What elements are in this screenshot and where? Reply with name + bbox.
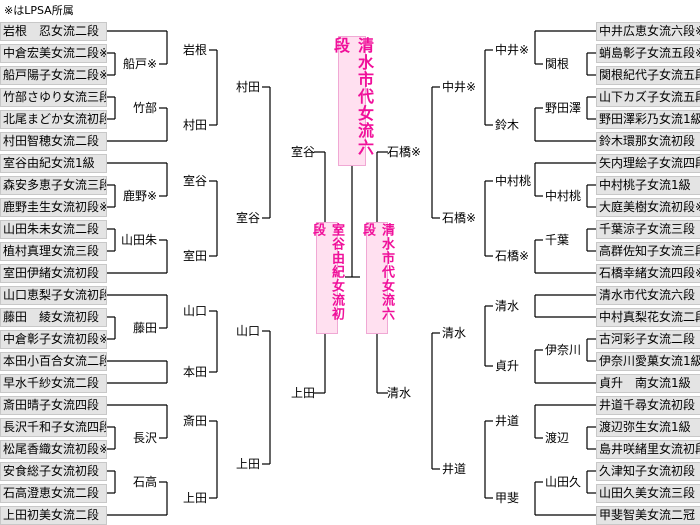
right-round2-winner: 貞升 — [495, 359, 520, 373]
lpsa-note: ※はLPSA所属 — [4, 4, 74, 17]
right-round3-winner: 清水 — [442, 326, 467, 340]
right-round2-winner: 石橋※ — [495, 249, 530, 263]
left-round1-winner: 石高 — [132, 475, 157, 489]
right-player-box: 伊奈川愛菓女流1級 — [596, 352, 700, 371]
champion-box: 清水市代女流六段 — [331, 36, 374, 166]
right-round1-winner: 千葉 — [545, 233, 570, 247]
right-round1-winner: 関根 — [545, 57, 570, 71]
left-round1-winner: 船戸※ — [122, 57, 157, 71]
finalist-left-box: 室谷由紀女流初段 — [310, 222, 344, 334]
left-player-box: 本田小百合女流二段 — [0, 352, 107, 371]
right-player-box: 関根紀代子女流五段 — [596, 66, 700, 85]
right-round4-winner: 石橋※ — [387, 145, 422, 159]
left-player-box: 斎田晴子女流四段 — [0, 396, 107, 415]
left-round4-winner: 室谷 — [290, 145, 315, 159]
left-round2-winner: 村田 — [182, 118, 207, 132]
left-player-box: 上田初美女流二段 — [0, 506, 107, 525]
left-player-box: 北尾まどか女流初段 — [0, 110, 107, 129]
left-round2-winner: 室谷 — [182, 174, 207, 188]
right-round2-winner: 清水 — [495, 299, 520, 313]
left-player-box: 中倉宏美女流二段※ — [0, 44, 107, 63]
right-player-box: 渡辺弥生女流1級 — [596, 418, 700, 437]
left-player-box: 中倉彰子女流初段※ — [0, 330, 107, 349]
left-round2-winner: 上田 — [182, 491, 207, 505]
left-player-box: 山田朱未女流二段 — [0, 220, 107, 239]
left-round3-winner: 室谷 — [235, 211, 260, 225]
right-round2-winner: 中井※ — [495, 43, 530, 57]
left-round3-winner: 村田 — [235, 80, 260, 94]
left-round2-winner: 斎田 — [182, 414, 207, 428]
right-round2-winner: 甲斐 — [495, 491, 520, 505]
left-player-box: 室田伊緒女流初段 — [0, 264, 107, 283]
left-player-box: 石高澄恵女流二段 — [0, 484, 107, 503]
left-player-box: 竹部さゆり女流三段 — [0, 88, 107, 107]
right-player-box: 山下カズ子女流五段※ — [596, 88, 700, 107]
left-round2-winner: 岩根 — [182, 43, 207, 57]
left-player-box: 安食総子女流初段 — [0, 462, 107, 481]
left-round2-winner: 山口 — [182, 304, 207, 318]
left-round1-winner: 竹部 — [132, 101, 157, 115]
left-player-box: 室谷由紀女流1級 — [0, 154, 107, 173]
right-player-box: 高群佐知子女流三段 — [596, 242, 700, 261]
right-round1-winner: 中村桃 — [545, 189, 582, 203]
right-round3-winner: 中井※ — [442, 80, 477, 94]
left-round1-winner: 鹿野※ — [122, 189, 157, 203]
right-player-box: 大庭美樹女流初段※ — [596, 198, 700, 217]
left-player-box: 藤田 綾女流初段 — [0, 308, 107, 327]
finalist-right-box: 清水市代女流六段 — [360, 222, 394, 334]
right-player-box: 石橋幸緒女流四段※ — [596, 264, 700, 283]
right-round1-winner: 渡辺 — [545, 431, 570, 445]
right-round4-winner: 清水 — [387, 386, 412, 400]
right-round3-winner: 井道 — [442, 462, 467, 476]
right-player-box: 井道千尋女流初段 — [596, 396, 700, 415]
left-player-box: 早水千紗女流二段 — [0, 374, 107, 393]
right-player-box: 千葉涼子女流三段 — [596, 220, 700, 239]
right-player-box: 蛸島彰子女流五段※ — [596, 44, 700, 63]
left-round2-winner: 室田 — [182, 249, 207, 263]
right-player-box: 中井広恵女流六段※ — [596, 22, 700, 41]
left-round4-winner: 上田 — [290, 386, 315, 400]
right-round1-winner: 野田澤 — [545, 101, 582, 115]
left-player-box: 松尾香織女流初段※ — [0, 440, 107, 459]
right-player-box: 矢内理絵子女流四段 — [596, 154, 700, 173]
right-player-box: 鈴木環那女流初段 — [596, 132, 700, 151]
right-player-box: 古河彩子女流二段 — [596, 330, 700, 349]
left-player-box: 山口恵梨子女流初段 — [0, 286, 107, 305]
left-player-box: 森安多恵子女流三段 — [0, 176, 107, 195]
left-round3-winner: 山口 — [235, 324, 260, 338]
left-player-box: 村田智穂女流二段 — [0, 132, 107, 151]
right-round2-winner: 中村桃 — [495, 174, 532, 188]
left-round1-winner: 藤田 — [132, 321, 157, 335]
right-player-box: 貞升 南女流1級 — [596, 374, 700, 393]
right-player-box: 山田久美女流三段 — [596, 484, 700, 503]
right-player-box: 島井咲緒里女流初段※ — [596, 440, 700, 459]
right-round3-winner: 石橋※ — [442, 211, 477, 225]
left-round2-winner: 本田 — [182, 365, 207, 379]
right-player-box: 中村真梨花女流二段 — [596, 308, 700, 327]
left-player-box: 長沢千和子女流四段 — [0, 418, 107, 437]
right-player-box: 清水市代女流六段 — [596, 286, 700, 305]
right-round2-winner: 鈴木 — [495, 118, 520, 132]
right-player-box: 中村桃子女流1級 — [596, 176, 700, 195]
right-round1-winner: 伊奈川 — [545, 343, 582, 357]
right-round2-winner: 井道 — [495, 414, 520, 428]
left-round3-winner: 上田 — [235, 457, 260, 471]
left-round1-winner: 山田朱 — [120, 233, 157, 247]
right-player-box: 久津知子女流初段 — [596, 462, 700, 481]
left-player-box: 岩根 忍女流二段 — [0, 22, 107, 41]
right-round1-winner: 山田久 — [545, 475, 582, 489]
right-player-box: 野田澤彩乃女流1級 — [596, 110, 700, 129]
left-player-box: 船戸陽子女流二段※ — [0, 66, 107, 85]
left-player-box: 鹿野圭生女流初段※ — [0, 198, 107, 217]
left-round1-winner: 長沢 — [132, 431, 157, 445]
right-player-box: 甲斐智美女流二冠 — [596, 506, 700, 525]
left-player-box: 植村真理女流三段 — [0, 242, 107, 261]
